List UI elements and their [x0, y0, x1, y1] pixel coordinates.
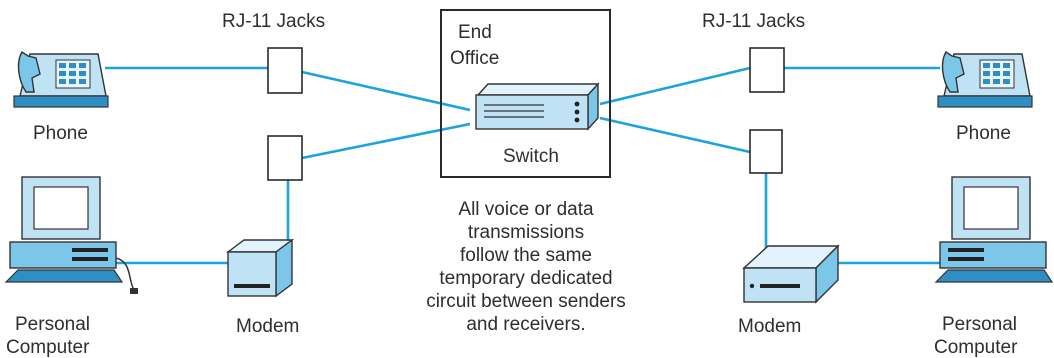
caption-line-5: circuit between senders [426, 291, 626, 312]
end-office-label-line1: End [458, 22, 492, 43]
switch-icon [475, 82, 600, 131]
computer-right-icon [934, 176, 1054, 283]
rj11-jack-right-top [749, 47, 785, 93]
caption-line-1: All voice or data [458, 199, 594, 220]
caption-line-3: follow the same [460, 245, 592, 266]
rj11-jack-right-bottom [749, 129, 783, 174]
phone-right-label: Phone [956, 123, 1011, 144]
wire-switch-to-jack-right-top [599, 66, 751, 106]
end-office-label-line2: Office [450, 48, 499, 69]
jacks-right-label: RJ-11 Jacks [702, 11, 805, 32]
phone-left-icon [13, 51, 109, 108]
circuit-caption: All voice or data transmissions follow t… [426, 199, 626, 335]
pc-right-label-line1: Personal [942, 314, 1017, 335]
rj11-jack-left-top [267, 47, 303, 94]
end-office: End Office Switch [440, 9, 611, 178]
modem-left-label: Modem [236, 316, 299, 337]
jacks-left-label: RJ-11 Jacks [222, 11, 325, 32]
switch-label: Switch [503, 146, 559, 167]
modem-left-icon [225, 238, 295, 298]
pc-left-label-line2: Computer [6, 337, 90, 358]
rj11-jack-left-bottom [267, 135, 303, 181]
pc-right-label-line2: Computer [934, 337, 1018, 358]
wire-jack-left-bottom-to-switch [301, 122, 471, 160]
end-office-box [440, 9, 611, 178]
wires [105, 66, 945, 265]
phone-right-icon [937, 51, 1033, 108]
computer-left-icon [4, 176, 138, 294]
wire-jack-left-top-to-switch [301, 70, 471, 112]
caption-line-4: temporary dedicated [439, 268, 612, 289]
pc-left-label-line1: Personal [15, 314, 90, 335]
wire-switch-to-jack-right-bottom [599, 116, 751, 154]
modem-right-icon [742, 244, 840, 304]
caption-line-6: and receivers. [466, 314, 585, 335]
phone-left-label: Phone [33, 123, 88, 144]
caption-line-2: transmissions [468, 222, 584, 243]
modem-right-label: Modem [738, 316, 801, 337]
